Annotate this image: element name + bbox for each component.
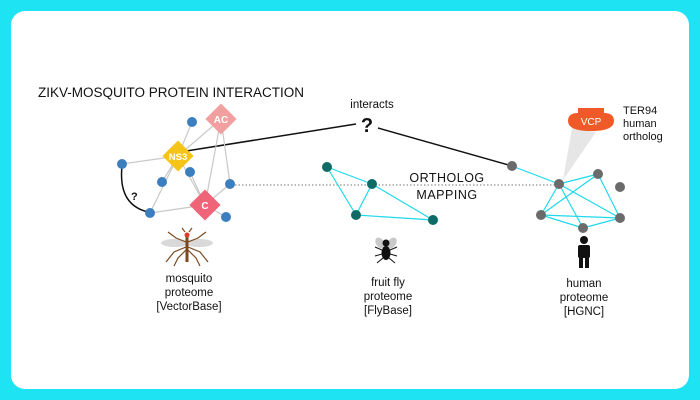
mosquito-unknown-link — [120, 165, 149, 213]
mosquito-nodes — [117, 117, 235, 222]
unknown-interaction-mark: ? — [361, 115, 373, 137]
diagram-title: ZIKV-MOSQUITO PROTEIN INTERACTION — [38, 85, 304, 100]
human-icon — [578, 236, 590, 268]
mosquito-unknown-mark: ? — [131, 191, 138, 203]
vcp-label: VCP — [581, 117, 602, 128]
ortholog-label: ORTHOLOG — [409, 171, 484, 185]
human-edges — [511, 165, 621, 229]
human-label-line1: human — [566, 278, 601, 290]
mosquito-node — [225, 179, 235, 189]
fruit-fly-nodes — [322, 162, 438, 225]
vcp-callout-line1: TER94 — [623, 105, 657, 117]
interacts-label: interacts — [350, 99, 394, 111]
viral-protein-c-label: C — [201, 201, 208, 212]
mosquito-network: ? AC NS3 C — [117, 103, 237, 222]
viral-protein-ac-label: AC — [214, 115, 228, 126]
mosquito-node — [117, 159, 127, 169]
fruit-fly-label-line1: fruit fly — [371, 277, 405, 289]
viral-protein-ns3-label: NS3 — [169, 152, 187, 163]
fruit-fly-network — [322, 162, 438, 225]
interaction-lines — [179, 123, 513, 167]
viral-protein-c: C — [189, 189, 221, 221]
vcp-callout-pointer — [563, 128, 596, 180]
mosquito-icon — [161, 227, 213, 267]
human-node — [615, 182, 625, 192]
fruit-fly-node — [351, 210, 361, 220]
human-node — [615, 213, 625, 223]
fruit-fly-label-line2: proteome — [364, 291, 413, 303]
mosquito-label-line1: mosquito — [166, 273, 213, 285]
human-node — [593, 169, 603, 179]
fruit-fly-label-line3: [FlyBase] — [364, 305, 412, 317]
mosquito-label-line2: proteome — [165, 287, 214, 299]
fly-icon — [374, 237, 398, 264]
fruit-fly-node — [322, 162, 332, 172]
human-node — [536, 210, 546, 220]
human-node — [578, 223, 588, 233]
viral-protein-ns3: NS3 — [162, 140, 194, 172]
mosquito-node — [187, 117, 197, 127]
mosquito-node — [145, 208, 155, 218]
mosquito-node — [221, 212, 231, 222]
human-node — [507, 161, 517, 171]
vcp-callout-line3: ortholog — [623, 131, 663, 143]
viral-protein-ac: AC — [205, 103, 237, 135]
vcp-shape — [568, 108, 614, 131]
vcp-callout-line2: human — [623, 118, 657, 130]
interaction-line-ns3 — [179, 123, 357, 153]
human-label-line2: proteome — [560, 292, 609, 304]
interaction-line-human — [377, 127, 513, 167]
mosquito-node — [157, 177, 167, 187]
human-nodes — [507, 161, 625, 233]
fruit-fly-node — [428, 215, 438, 225]
human-network — [507, 161, 625, 233]
fruit-fly-node — [367, 179, 377, 189]
vcp-callout: VCP TER94 human ortholog — [563, 105, 663, 180]
fruit-fly-edges — [326, 166, 434, 221]
mapping-label: MAPPING — [416, 188, 477, 202]
mosquito-label-line3: [VectorBase] — [156, 301, 221, 313]
human-label-line3: [HGNC] — [564, 306, 604, 318]
mosquito-node — [185, 167, 195, 177]
human-node — [554, 179, 564, 189]
diagram-panel — [11, 11, 689, 389]
